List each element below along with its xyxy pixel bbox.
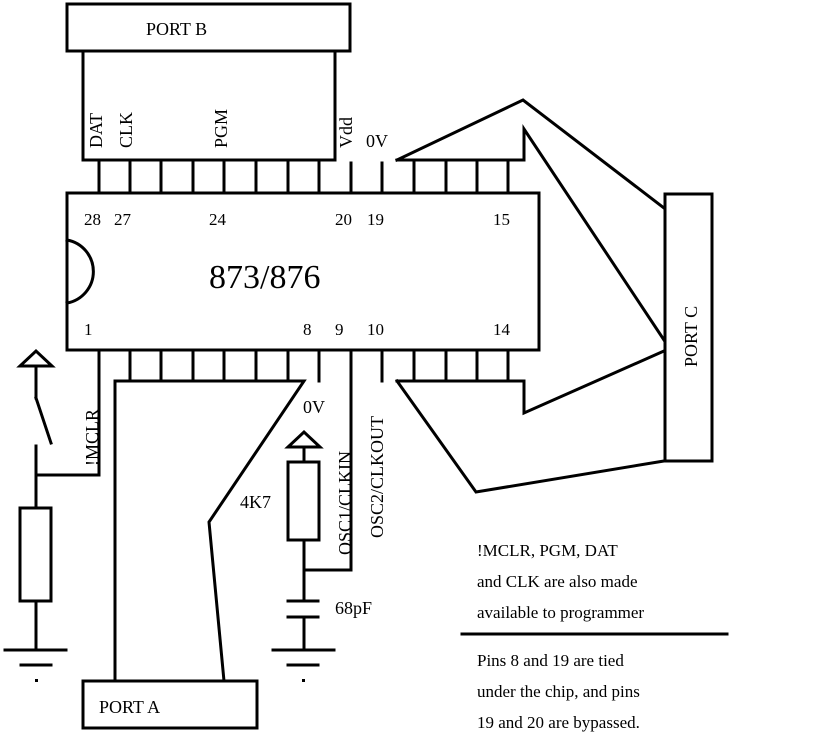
pin-24-label: 24 — [209, 210, 227, 229]
port-a-bus-lines — [113, 379, 307, 683]
ground-icon-left — [3, 648, 68, 667]
mclr-wire — [34, 379, 101, 477]
pin-10-label: 10 — [367, 320, 384, 339]
osc-resistor — [286, 460, 321, 542]
port-b: PORT B DAT CLK PGM Vdd 0V — [65, 2, 388, 162]
pin-1-label: 1 — [84, 320, 93, 339]
chip: 873/876 28 27 24 20 19 15 1 8 9 10 14 — [65, 191, 541, 352]
port-c-lower-bus-outer — [394, 378, 666, 494]
top-pins — [97, 158, 510, 195]
port-c-bus: PORT C — [394, 98, 714, 494]
capacitor-value-label: 68pF — [335, 598, 372, 618]
port-c-lower-bus-inner — [395, 349, 666, 416]
port-b-pin-stubs — [97, 158, 321, 195]
mclr-circuit: !MCLR — [3, 348, 102, 682]
pin-15-label: 15 — [493, 210, 510, 229]
note-2-line-1: Pins 8 and 19 are tied — [477, 651, 624, 670]
bottom-pins — [97, 348, 510, 572]
port-a-bus: PORT A — [81, 379, 307, 730]
ground-dot-right — [302, 679, 305, 682]
note-1-line-1: !MCLR, PGM, DAT — [477, 541, 618, 560]
port-b-body — [81, 49, 337, 162]
resistor-value-label: 4K7 — [240, 492, 271, 512]
pin-8-label: 8 — [303, 320, 312, 339]
port-c-lower-stubs — [412, 348, 510, 383]
switch-lever-icon — [34, 396, 53, 445]
ground-dot-left — [35, 679, 38, 682]
zero-v-bottom-label: 0V — [303, 397, 325, 417]
pin-9-label: 9 — [335, 320, 344, 339]
chip-name: 873/876 — [209, 259, 320, 296]
port-c-upper-bus-inner — [395, 124, 667, 343]
vdd-label: Vdd — [336, 117, 356, 148]
mclr-label: !MCLR — [82, 409, 102, 466]
port-c-label: PORT C — [681, 306, 701, 367]
mclr-resistor — [18, 506, 53, 603]
pin-28-label: 28 — [84, 210, 101, 229]
vdd-arrow-icon — [16, 348, 56, 368]
vdd-arrow-icon-osc — [284, 429, 324, 449]
port-a-box — [81, 679, 259, 730]
dat-label: DAT — [86, 113, 106, 148]
osc2-label: OSC2/CLKOUT — [367, 416, 387, 538]
capacitor-icon — [286, 599, 320, 619]
note-2-line-2: under the chip, and pins — [477, 682, 640, 701]
zero-v-top-label: 0V — [366, 131, 388, 151]
port-a-label: PORT A — [99, 697, 160, 717]
note-1-line-2: and CLK are also made — [477, 572, 638, 591]
osc1-label: OSC1/CLKIN — [335, 451, 355, 555]
port-a-pin-stubs — [128, 348, 290, 383]
port-b-label: PORT B — [146, 19, 207, 39]
pin-19-label: 19 — [367, 210, 384, 229]
pin-27-label: 27 — [114, 210, 132, 229]
port-c-box — [663, 192, 714, 463]
port-c-upper-stubs — [412, 159, 510, 195]
port-b-header — [65, 2, 352, 53]
pin-14-label: 14 — [493, 320, 511, 339]
notes: !MCLR, PGM, DAT and CLK are also made av… — [460, 541, 729, 732]
chip-notch — [65, 238, 95, 305]
oscillator-circuit: 0V 4K7 OSC1/CLKIN OSC2/CLKOUT 68pF — [240, 397, 387, 682]
note-2-line-3: 19 and 20 are bypassed. — [477, 713, 640, 732]
pgm-label: PGM — [211, 109, 231, 148]
clk-label: CLK — [116, 112, 136, 148]
pin-20-label: 20 — [335, 210, 352, 229]
port-c-upper-bus-outer — [395, 98, 667, 211]
chip-body — [65, 191, 541, 352]
note-1-line-3: available to programmer — [477, 603, 644, 622]
ground-icon-right — [271, 648, 336, 667]
